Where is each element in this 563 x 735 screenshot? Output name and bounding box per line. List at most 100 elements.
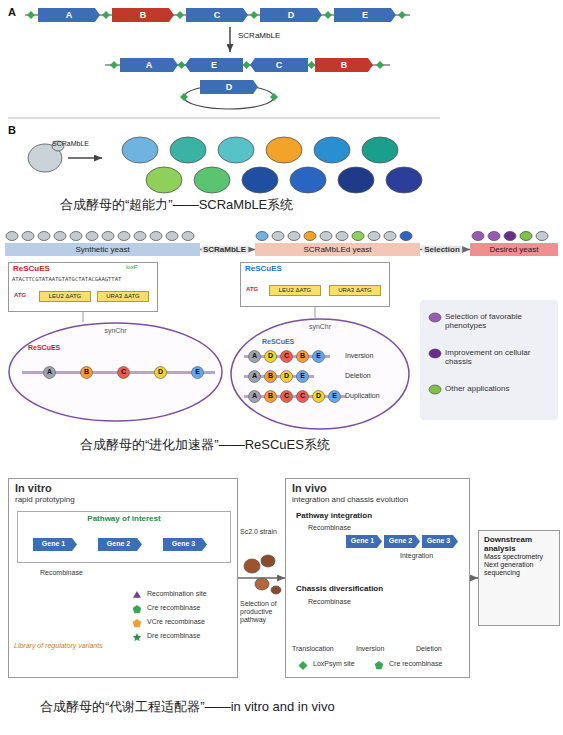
chromosome-segment: D [312, 390, 325, 403]
node-text: C [300, 392, 305, 400]
marker-gene: LEU2 ΔATG [269, 285, 321, 296]
circle-shape [155, 367, 167, 379]
arrow-shape [346, 535, 382, 548]
node-text: A [252, 352, 257, 360]
label: loxP [126, 264, 138, 271]
yeast-cell [504, 232, 516, 241]
node-text: synChr [309, 323, 331, 331]
chromosome-segment: E [312, 350, 325, 363]
legend-text: VCre recombinase [147, 618, 205, 626]
legend-swatch [429, 385, 441, 394]
gene-block: Gene 1 [33, 538, 77, 551]
yeast-cell [520, 232, 532, 241]
chromosome-segment: E [191, 366, 204, 379]
yeast-cell [170, 137, 206, 163]
node-outline [8, 322, 223, 422]
label: ATACTTCGTATAATGTATGCTATACGAAGTTAT [12, 276, 121, 282]
callout-line [83, 312, 84, 322]
gene-block: E [185, 58, 243, 72]
node-text: B [300, 352, 305, 360]
chromosome-segment: C [280, 390, 293, 403]
chromosome-segment: A [248, 370, 261, 383]
legend-panel [420, 300, 558, 420]
stage-band: Synthetic yeast [5, 243, 200, 256]
connector [238, 577, 285, 579]
arrow-shape [250, 58, 308, 72]
marker-gene: LEU2 ΔATG [39, 291, 91, 302]
circle-shape [281, 371, 293, 383]
yeast-cell [271, 586, 281, 594]
yeast-cell [118, 232, 130, 241]
yeast-cell [150, 232, 162, 241]
node-text: C [214, 10, 221, 20]
yeast-cell [288, 232, 300, 241]
node-text: E [316, 352, 321, 360]
arrow-shape [120, 58, 178, 72]
chromosome-segment: D [154, 366, 167, 379]
legend-symbol [133, 633, 142, 641]
yeast-cell [242, 167, 278, 193]
node-text: Mass spectrometry [484, 553, 543, 561]
legend-swatch-box [428, 348, 442, 359]
node-text: ReSCuES [245, 264, 282, 273]
stage-band: Desired yeast [470, 243, 558, 256]
circle-shape [297, 351, 309, 363]
legend-swatch [429, 349, 441, 358]
node-text: In vitro [15, 482, 52, 495]
label: Inversion [345, 352, 373, 360]
circle-shape [281, 351, 293, 363]
arrow-shape [334, 8, 396, 22]
chromosome-segment: D [264, 350, 277, 363]
yeast-cell [488, 232, 500, 241]
loxpsym-site [376, 61, 384, 69]
analysis-box: Downstream analysisMass spectrometryNext… [478, 530, 560, 626]
node-text: E [195, 368, 200, 376]
arrow-shape [260, 8, 322, 22]
legend-text: Recombination site [147, 590, 207, 598]
node-text: synChr [104, 327, 126, 335]
yeast-cell [122, 137, 158, 163]
callout-box: ReSCuESLEU2 ΔATGURA3 ΔATG [240, 262, 390, 307]
legend-swatch-box [372, 660, 386, 671]
loxpsym-site [102, 11, 110, 19]
loxpsym-site [270, 93, 278, 101]
node-text: A [252, 392, 257, 400]
loxpsym-site [27, 11, 35, 19]
gene-block: Gene 3 [422, 535, 458, 548]
circle-shape [281, 391, 293, 403]
yeast-cell [38, 232, 50, 241]
yeast-cell [536, 232, 548, 241]
legend-text: Cre recombinase [147, 604, 200, 612]
gene-block: D [200, 80, 258, 94]
yeast-cell [320, 232, 332, 241]
arrow-shape [38, 8, 100, 22]
arrow-shape [384, 535, 420, 548]
gene-block: A [38, 8, 100, 22]
node-text: Desired yeast [490, 245, 539, 254]
node-text: Next generation sequencing [484, 561, 554, 577]
node-text: B [140, 10, 147, 20]
yeast-cell [255, 578, 269, 590]
arrow-shape [200, 80, 258, 94]
chromosome-segment: E [328, 390, 341, 403]
circle-shape [265, 371, 277, 383]
yeast-cell [54, 232, 66, 241]
legend-item: Recombination site [130, 590, 230, 601]
loxpsym-site [243, 61, 251, 69]
circle-shape [313, 351, 325, 363]
circle-shape [249, 371, 261, 383]
node-text: Gene 3 [172, 540, 195, 548]
gene-block: Gene 2 [384, 535, 420, 548]
chromosome-segment: A [43, 366, 56, 379]
circle-shape [118, 367, 130, 379]
gene-block: B [315, 58, 373, 72]
yeast-cell [256, 232, 268, 241]
label: ATG [246, 286, 258, 293]
gene-block: Gene 3 [163, 538, 207, 551]
chromosome-segment: A [248, 390, 261, 403]
label: Inversion [356, 645, 384, 653]
separator [8, 118, 440, 119]
gene-block: D [260, 8, 322, 22]
arrow-shape [185, 58, 243, 72]
arrow-shape [33, 538, 77, 551]
